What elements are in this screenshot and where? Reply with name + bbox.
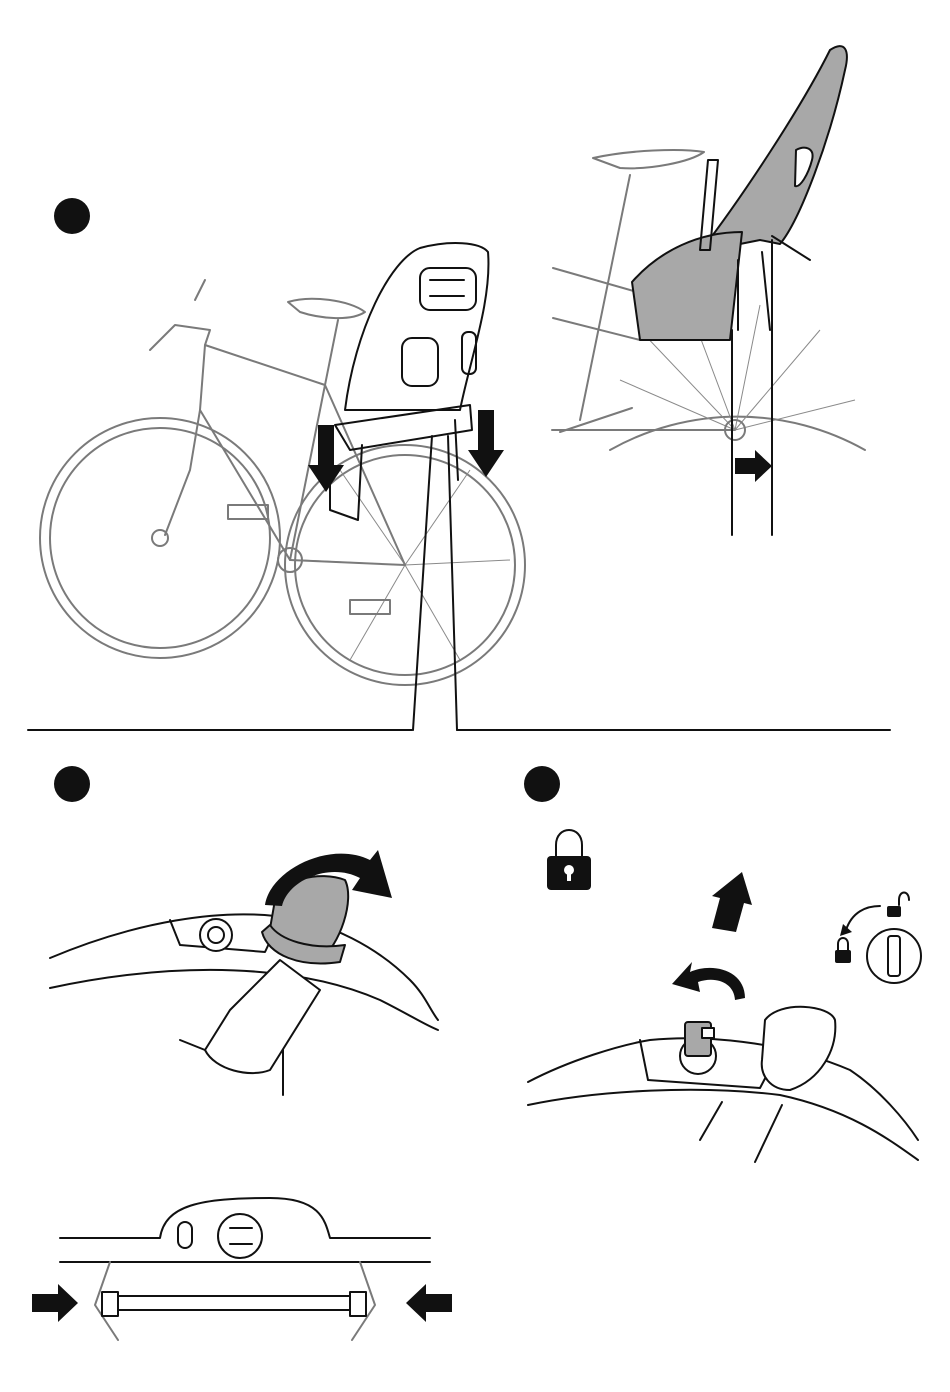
padlock-closed-icon [547, 830, 591, 890]
padlock-small-closed-icon [835, 938, 851, 963]
step-marker-2 [54, 766, 90, 802]
right-arrow-icon [735, 450, 772, 482]
down-arrow-icon [308, 425, 344, 492]
child-seat-side [632, 46, 847, 340]
rotate-counterclockwise-icon [672, 962, 745, 1000]
up-arrow-icon [712, 872, 752, 932]
padlock-open-icon [887, 893, 909, 918]
step-marker-1 [54, 198, 90, 234]
panel-side-detail [552, 46, 865, 535]
right-arrow-icon [32, 1284, 78, 1322]
bicycle [40, 280, 525, 685]
panel-tighten-knob [32, 766, 452, 1340]
panel-lock-key [524, 766, 921, 1162]
left-arrow-icon [406, 1284, 452, 1322]
step-marker-3 [524, 766, 560, 802]
